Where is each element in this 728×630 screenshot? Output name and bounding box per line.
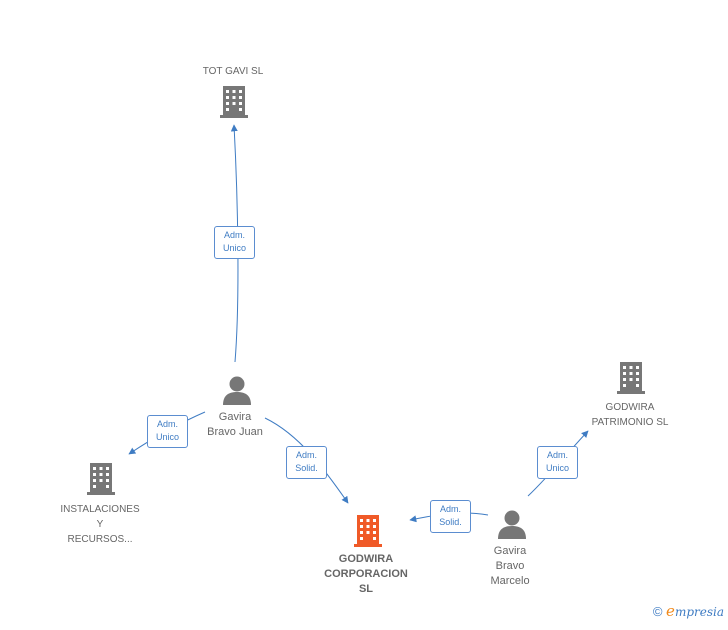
building-icon-installaciones (87, 463, 115, 495)
copyright-icon: © (652, 604, 663, 619)
person-icon-gavira-marcelo (498, 510, 526, 539)
brand-initial: e (666, 602, 675, 620)
building-icon-tot-gavi (220, 86, 248, 118)
relation-badge-marcelo-godwira[interactable]: Adm. Solid. (430, 500, 471, 533)
brand-name: mpresia (674, 605, 724, 619)
label-godwira-patrimonio[interactable]: GODWIRA PATRIMONIO SL (591, 402, 669, 428)
relation-badge-juan-totgavi[interactable]: Adm. Unico (214, 226, 255, 259)
label-godwira-corporacion[interactable]: GODWIRA CORPORACION SL (324, 553, 408, 595)
relation-badge-juan-installaciones[interactable]: Adm. Unico (147, 415, 188, 448)
label-gavira-marcelo[interactable]: Gavira Bravo Marcelo (490, 545, 530, 587)
label-tot-gavi[interactable]: TOT GAVI SL (202, 66, 264, 77)
relation-badge-marcelo-patrimonio[interactable]: Adm. Unico (537, 446, 578, 479)
building-icon-godwira-patrimonio (617, 362, 645, 394)
empresia-brand[interactable]: © empresia (653, 602, 724, 620)
label-gavira-juan[interactable]: Gavira Bravo Juan (207, 411, 263, 438)
relation-badge-juan-godwira[interactable]: Adm. Solid. (286, 446, 327, 479)
building-icon-godwira-corporacion (354, 515, 382, 547)
person-icon-gavira-juan (223, 376, 251, 405)
label-installaciones[interactable]: INSTALACIONES Y RECURSOS... (60, 504, 140, 545)
